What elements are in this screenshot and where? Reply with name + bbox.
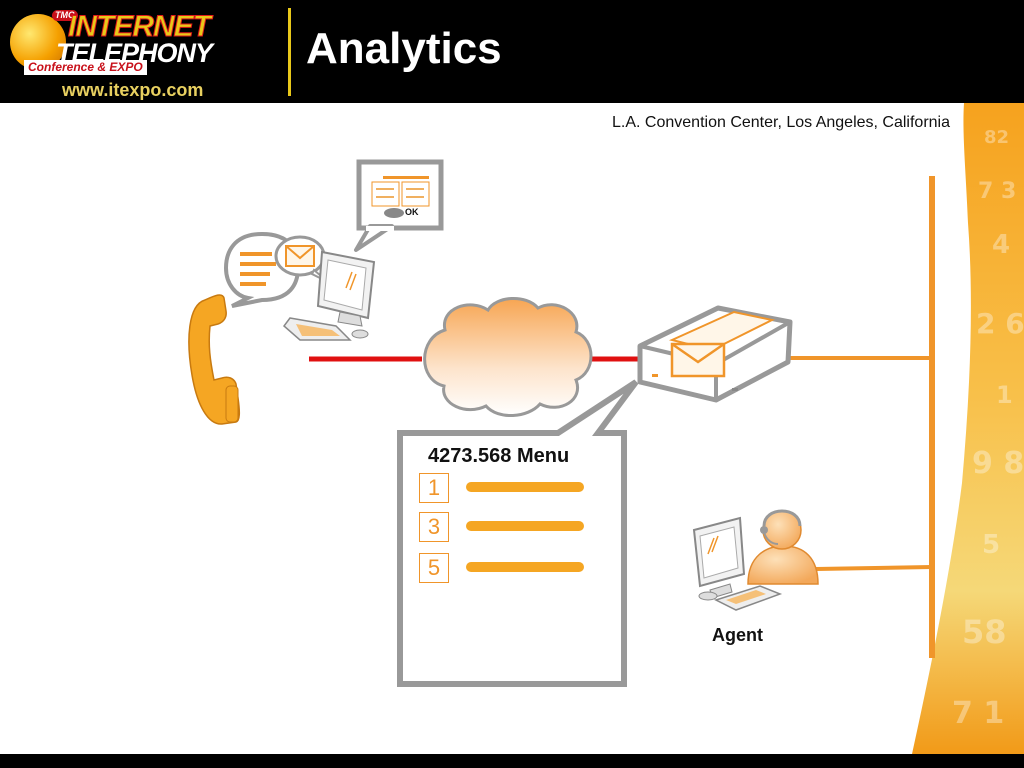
- slide-title: Analytics: [306, 24, 502, 73]
- svg-text:7 1: 7 1: [952, 696, 1004, 731]
- screen-popup-bubble: [354, 159, 444, 252]
- logo-tmc-badge: TMC: [52, 10, 78, 21]
- agent-label: Agent: [712, 625, 763, 645]
- ivr-menu-callout: [397, 379, 639, 687]
- svg-text:82: 82: [984, 127, 1009, 148]
- svg-text:7 3: 7 3: [978, 179, 1016, 204]
- svg-text:58: 58: [962, 613, 1007, 651]
- agent-bus-link: [815, 565, 933, 571]
- menu-title: 4273.568 Menu: [428, 445, 570, 467]
- svg-text:1: 1: [996, 381, 1013, 409]
- header-bar: TMC INTERNET TELEPHONY Conference & EXPO…: [0, 0, 1024, 103]
- computer-terminal-icon: [282, 250, 376, 341]
- cloud-network-icon: [423, 296, 593, 418]
- svg-text:2 6: 2 6: [976, 307, 1024, 340]
- screen-ok-label: OK: [405, 207, 419, 217]
- svg-text:4: 4: [992, 230, 1010, 260]
- agent-computer-icon: [692, 516, 783, 611]
- menu-option-bar: [466, 521, 584, 531]
- svg-text:9 8: 9 8: [972, 446, 1024, 481]
- logo-word-internet: INTERNET: [68, 10, 212, 43]
- mail-server-icon: [637, 305, 793, 403]
- agent-headset-icon: [747, 509, 819, 585]
- envelope-icon: [274, 235, 329, 283]
- footer-bar: [0, 754, 1024, 768]
- telephone-handset-icon: [188, 294, 241, 425]
- svg-text:5: 5: [982, 530, 1000, 560]
- itexpo-logo[interactable]: TMC INTERNET TELEPHONY Conference & EXPO…: [8, 8, 270, 100]
- decorative-side-panel: 82 7 3 4 2 6 1 9 8 5 58 7 1: [912, 103, 1024, 754]
- location-caption: L.A. Convention Center, Los Angeles, Cal…: [612, 114, 950, 131]
- header-divider: [288, 8, 291, 96]
- logo-url[interactable]: www.itexpo.com: [62, 80, 204, 100]
- menu-option-number: 5: [419, 553, 449, 583]
- menu-option-bar: [466, 562, 584, 572]
- logo-tagline: Conference & EXPO: [24, 60, 147, 75]
- menu-option-bar: [466, 482, 584, 492]
- menu-option-number: 1: [419, 473, 449, 503]
- menu-option-number: 3: [419, 512, 449, 542]
